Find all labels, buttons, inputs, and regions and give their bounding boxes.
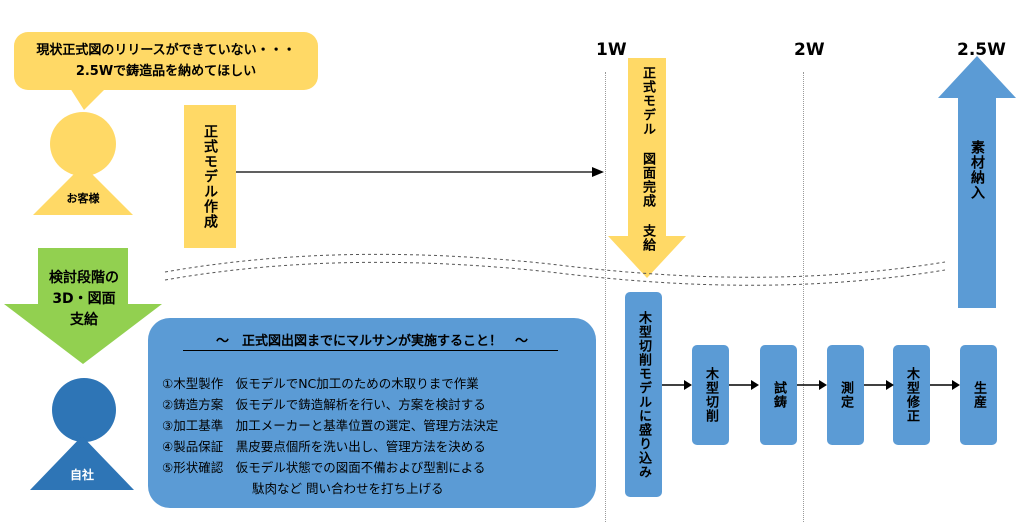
review-stage-supply-arrow bbox=[4, 248, 162, 364]
step-6-label: 生産 bbox=[971, 381, 986, 409]
customer-label: お客様 bbox=[66, 192, 100, 205]
material-delivery-text-wrap: 素材納入 bbox=[956, 140, 998, 240]
step-arrow-3 bbox=[797, 380, 827, 390]
step-production: 生産 bbox=[960, 345, 997, 445]
customer-body-icon bbox=[33, 165, 133, 215]
review-stage-supply-text: 検討段階の 3D・図面 支給 bbox=[30, 268, 138, 331]
bubble-line-2: 2.5Wで鋳造品を納めてほしい bbox=[75, 64, 257, 79]
formal-model-creation-box: 正式モデル作成 bbox=[184, 105, 236, 248]
wavy-divider bbox=[164, 253, 946, 286]
customer-speech-bubble: 現状正式図のリリースができていない・・・ 2.5Wで鋳造品を納めてほしい bbox=[14, 32, 318, 90]
timeline-divider-2w bbox=[803, 72, 804, 522]
company-label: 自社 bbox=[69, 468, 94, 482]
review-stage-line-3: 支給 bbox=[70, 312, 98, 328]
action-item-1: ①木型製作 仮モデルでNC加工のための木取りまで作業 bbox=[162, 376, 479, 391]
action-item-5-continued: 駄肉など 問い合わせを打ち上げる bbox=[252, 481, 444, 496]
review-stage-line-2: 3D・図面 bbox=[52, 291, 116, 307]
action-items-title: ～ 正式図出図までにマルサンが実施すること！ ～ bbox=[215, 334, 528, 349]
step-measurement: 測定 bbox=[827, 345, 864, 445]
formal-drawing-supply-label: 正式モデル 図面完成 支給 bbox=[640, 66, 655, 252]
bubble-line-1: 現状正式図のリリースができていない・・・ bbox=[36, 43, 296, 58]
formal-drawing-supply-text-wrap: 正式モデル 図面完成 支給 bbox=[626, 66, 668, 256]
step-4-label: 測定 bbox=[838, 381, 853, 409]
company-body-icon bbox=[30, 436, 134, 490]
step-1-label: 木型切削モデルに盛り込み bbox=[636, 310, 651, 479]
review-stage-line-1: 検討段階の bbox=[49, 270, 119, 286]
action-item-5: ⑤形状確認 仮モデル状態での図面不備および型割による bbox=[162, 460, 486, 475]
step-pattern-cutting: 木型切削 bbox=[692, 345, 729, 445]
action-items-title-underline bbox=[183, 350, 558, 351]
step-3-label: 試鋳 bbox=[771, 381, 786, 409]
step-trial-casting: 試鋳 bbox=[760, 345, 797, 445]
action-items-box: ～ 正式図出図までにマルサンが実施すること！ ～ ①木型製作 仮モデルでNC加工… bbox=[148, 318, 596, 508]
formal-drawing-supply-arrow bbox=[608, 58, 686, 278]
action-item-4: ④製品保証 黒皮要点個所を洗い出し、管理方法を決める bbox=[162, 439, 486, 454]
step-arrow-5 bbox=[930, 380, 960, 390]
action-item-2: ②鋳造方案 仮モデルで鋳造解析を行い、方案を検討する bbox=[162, 397, 486, 412]
timeline-divider-1w bbox=[605, 72, 606, 522]
action-item-3: ③加工基準 加工メーカーと基準位置の選定、管理方法決定 bbox=[162, 418, 499, 433]
formal-model-arrow bbox=[236, 167, 604, 177]
step-pattern-cut-model-incorporation: 木型切削モデルに盛り込み bbox=[625, 292, 662, 497]
speech-bubble-tail bbox=[70, 88, 106, 110]
step-arrow-2 bbox=[729, 380, 759, 390]
material-delivery-label: 素材納入 bbox=[969, 140, 985, 200]
material-delivery-arrow bbox=[938, 56, 1016, 308]
step-arrow-1 bbox=[662, 380, 692, 390]
week-label-2-5w: 2.5W bbox=[957, 40, 1006, 60]
week-label-2w: 2W bbox=[794, 40, 825, 60]
step-5-label: 木型修正 bbox=[904, 367, 919, 423]
step-arrow-4 bbox=[864, 380, 894, 390]
week-label-1w: 1W bbox=[596, 40, 627, 60]
formal-model-creation-label: 正式モデル作成 bbox=[202, 124, 218, 229]
step-pattern-correction: 木型修正 bbox=[893, 345, 930, 445]
company-head-icon bbox=[52, 378, 116, 442]
step-2-label: 木型切削 bbox=[703, 367, 718, 423]
